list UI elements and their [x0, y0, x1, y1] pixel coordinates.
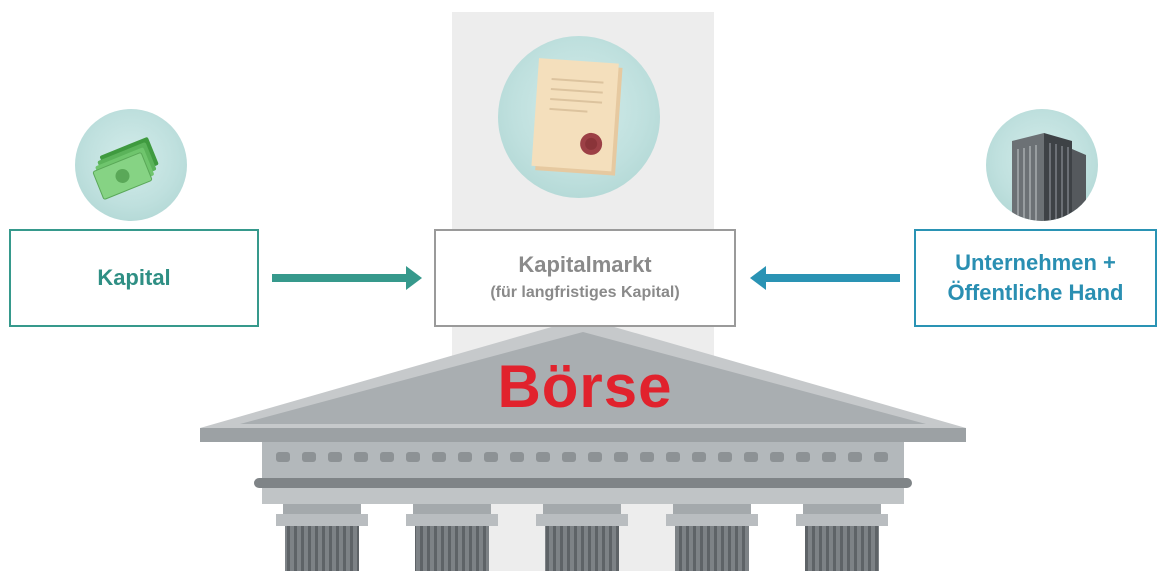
capital-label: Kapital	[97, 265, 171, 290]
arrow-right-icon	[272, 266, 422, 290]
money-icon-circle	[75, 109, 187, 221]
capital-market-box: Kapitalmarkt (für langfristiges Kapital)	[434, 229, 736, 327]
temple-title: Börse	[497, 353, 673, 420]
capital-box: Kapital	[9, 229, 259, 327]
companies-public-box: Unternehmen + Öffentliche Hand	[914, 229, 1157, 327]
certificate-icon-circle	[498, 36, 660, 198]
certificate-icon	[531, 58, 623, 176]
companies-line2: Öffentliche Hand	[947, 280, 1124, 305]
capital-market-title: Kapitalmarkt	[518, 252, 652, 277]
capital-market-subtitle: (für langfristiges Kapital)	[490, 284, 680, 301]
companies-line1: Unternehmen +	[955, 250, 1116, 275]
office-building-icon	[1012, 133, 1086, 221]
arrow-left-icon	[750, 266, 900, 290]
money-icon	[92, 137, 159, 200]
office-building-icon-circle	[986, 109, 1098, 221]
